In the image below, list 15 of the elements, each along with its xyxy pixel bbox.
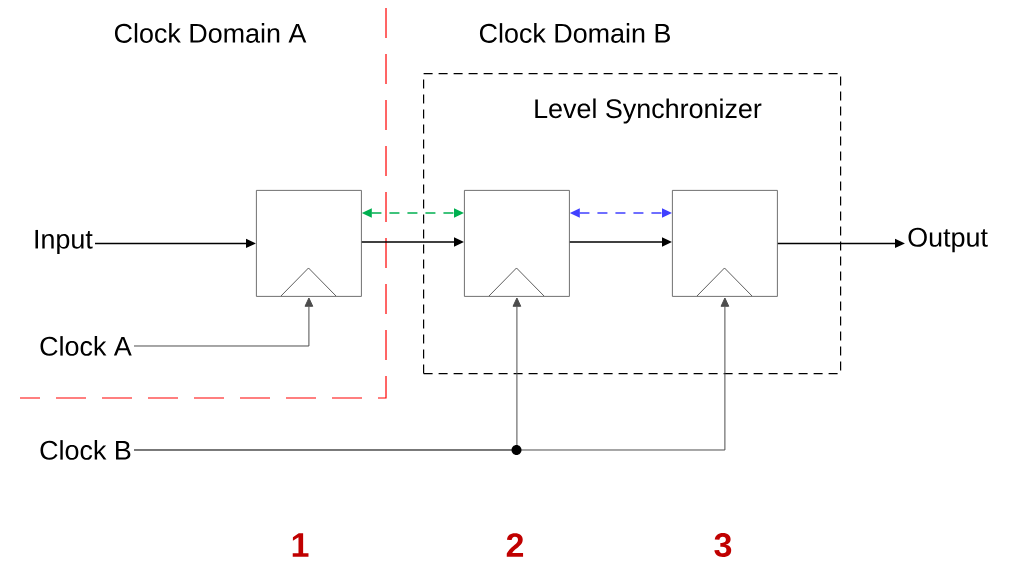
arrow: [133, 297, 730, 451]
arrow: [133, 297, 314, 347]
signal-label: Clock A: [40, 336, 132, 356]
signal-label: Clock B: [40, 440, 131, 460]
signal-label: Output: [908, 227, 988, 253]
synchronizer-box: Level Synchronizer: [423, 73, 842, 375]
stage-number: 2: [506, 533, 524, 557]
domain-label: Clock Domain A: [114, 23, 307, 43]
stage-number: 3: [714, 532, 732, 557]
flip-flop: [672, 190, 778, 297]
flip-flop: [464, 190, 570, 297]
domain-label: Clock Domain B: [479, 23, 670, 43]
signal-label: Input: [35, 229, 93, 255]
flip-flop: [256, 190, 362, 297]
stage-number: 1: [292, 533, 309, 557]
